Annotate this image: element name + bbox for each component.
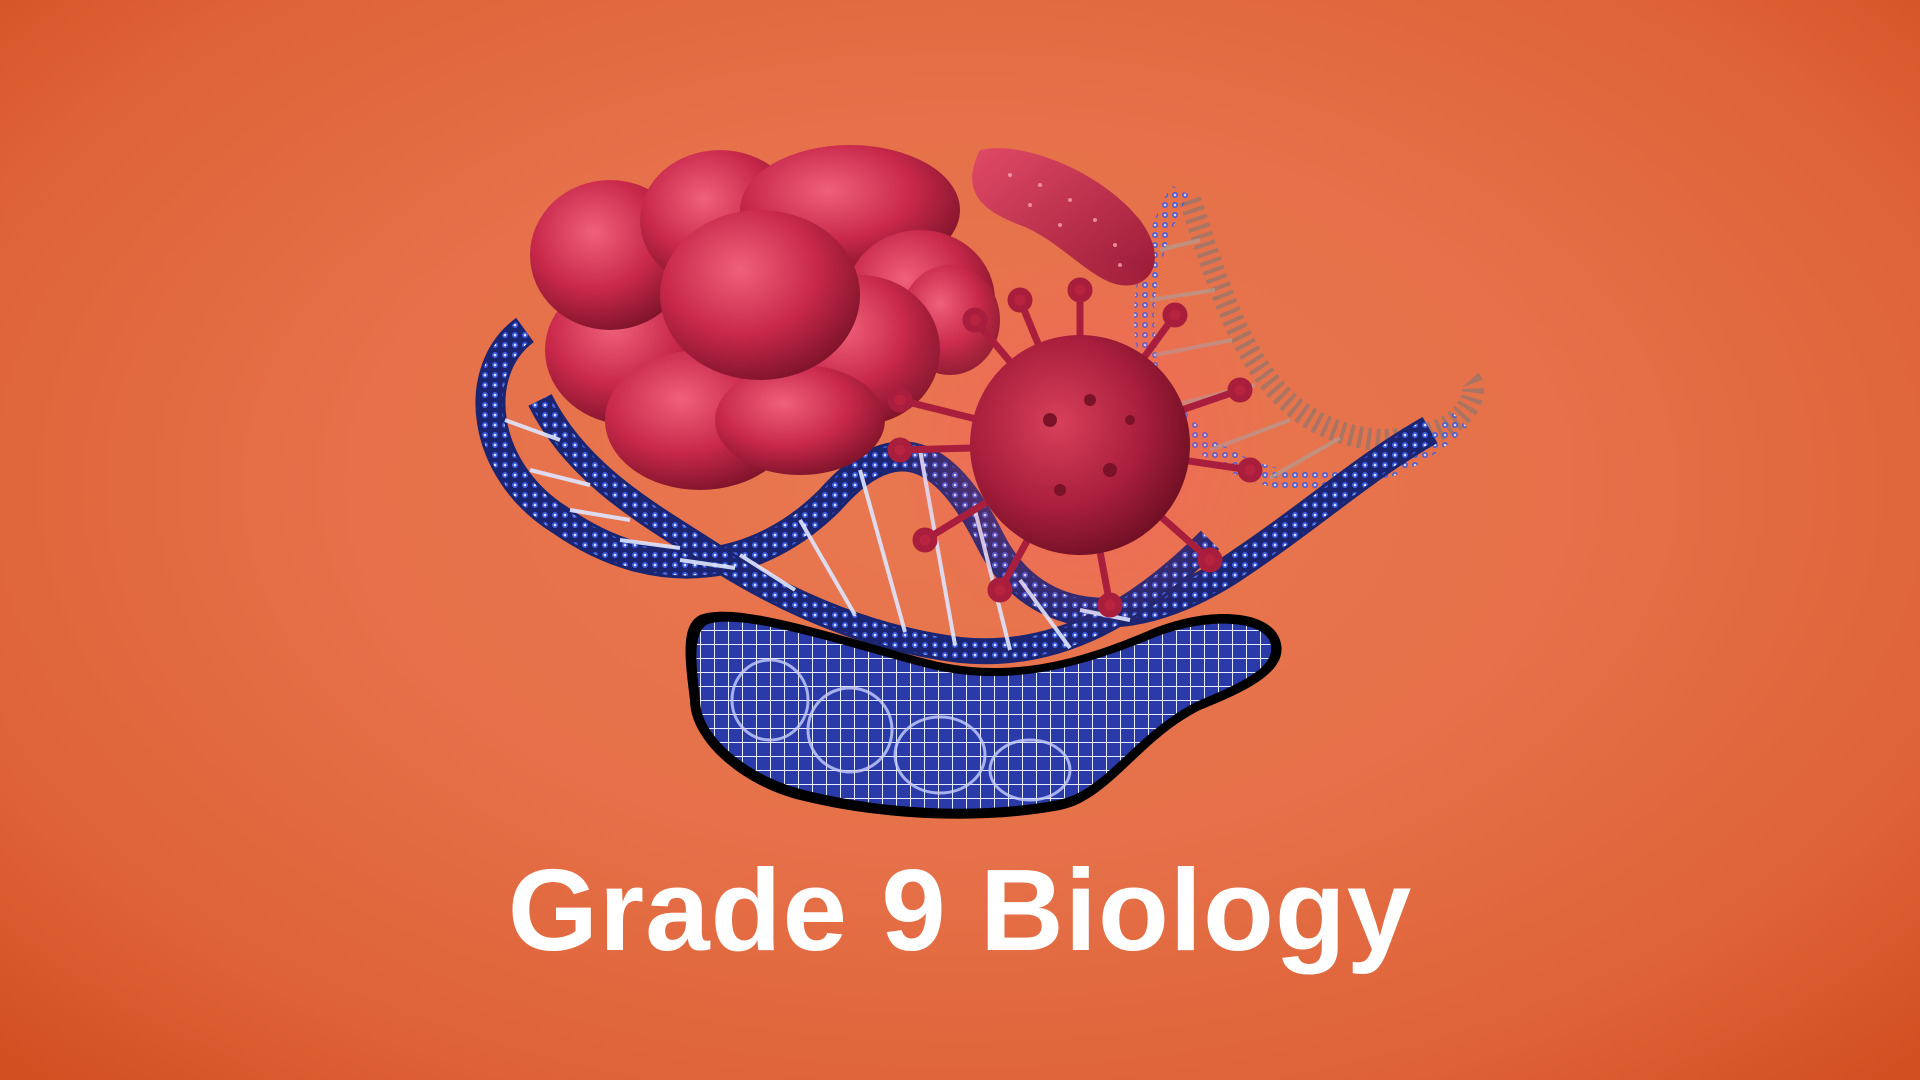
bacterium-icon [972,148,1155,286]
virus-icon [887,255,1270,635]
wireframe-hand-icon [685,611,1282,819]
cell-cluster-icon [530,145,1000,490]
page-title: Grade 9 Biology [507,845,1413,975]
